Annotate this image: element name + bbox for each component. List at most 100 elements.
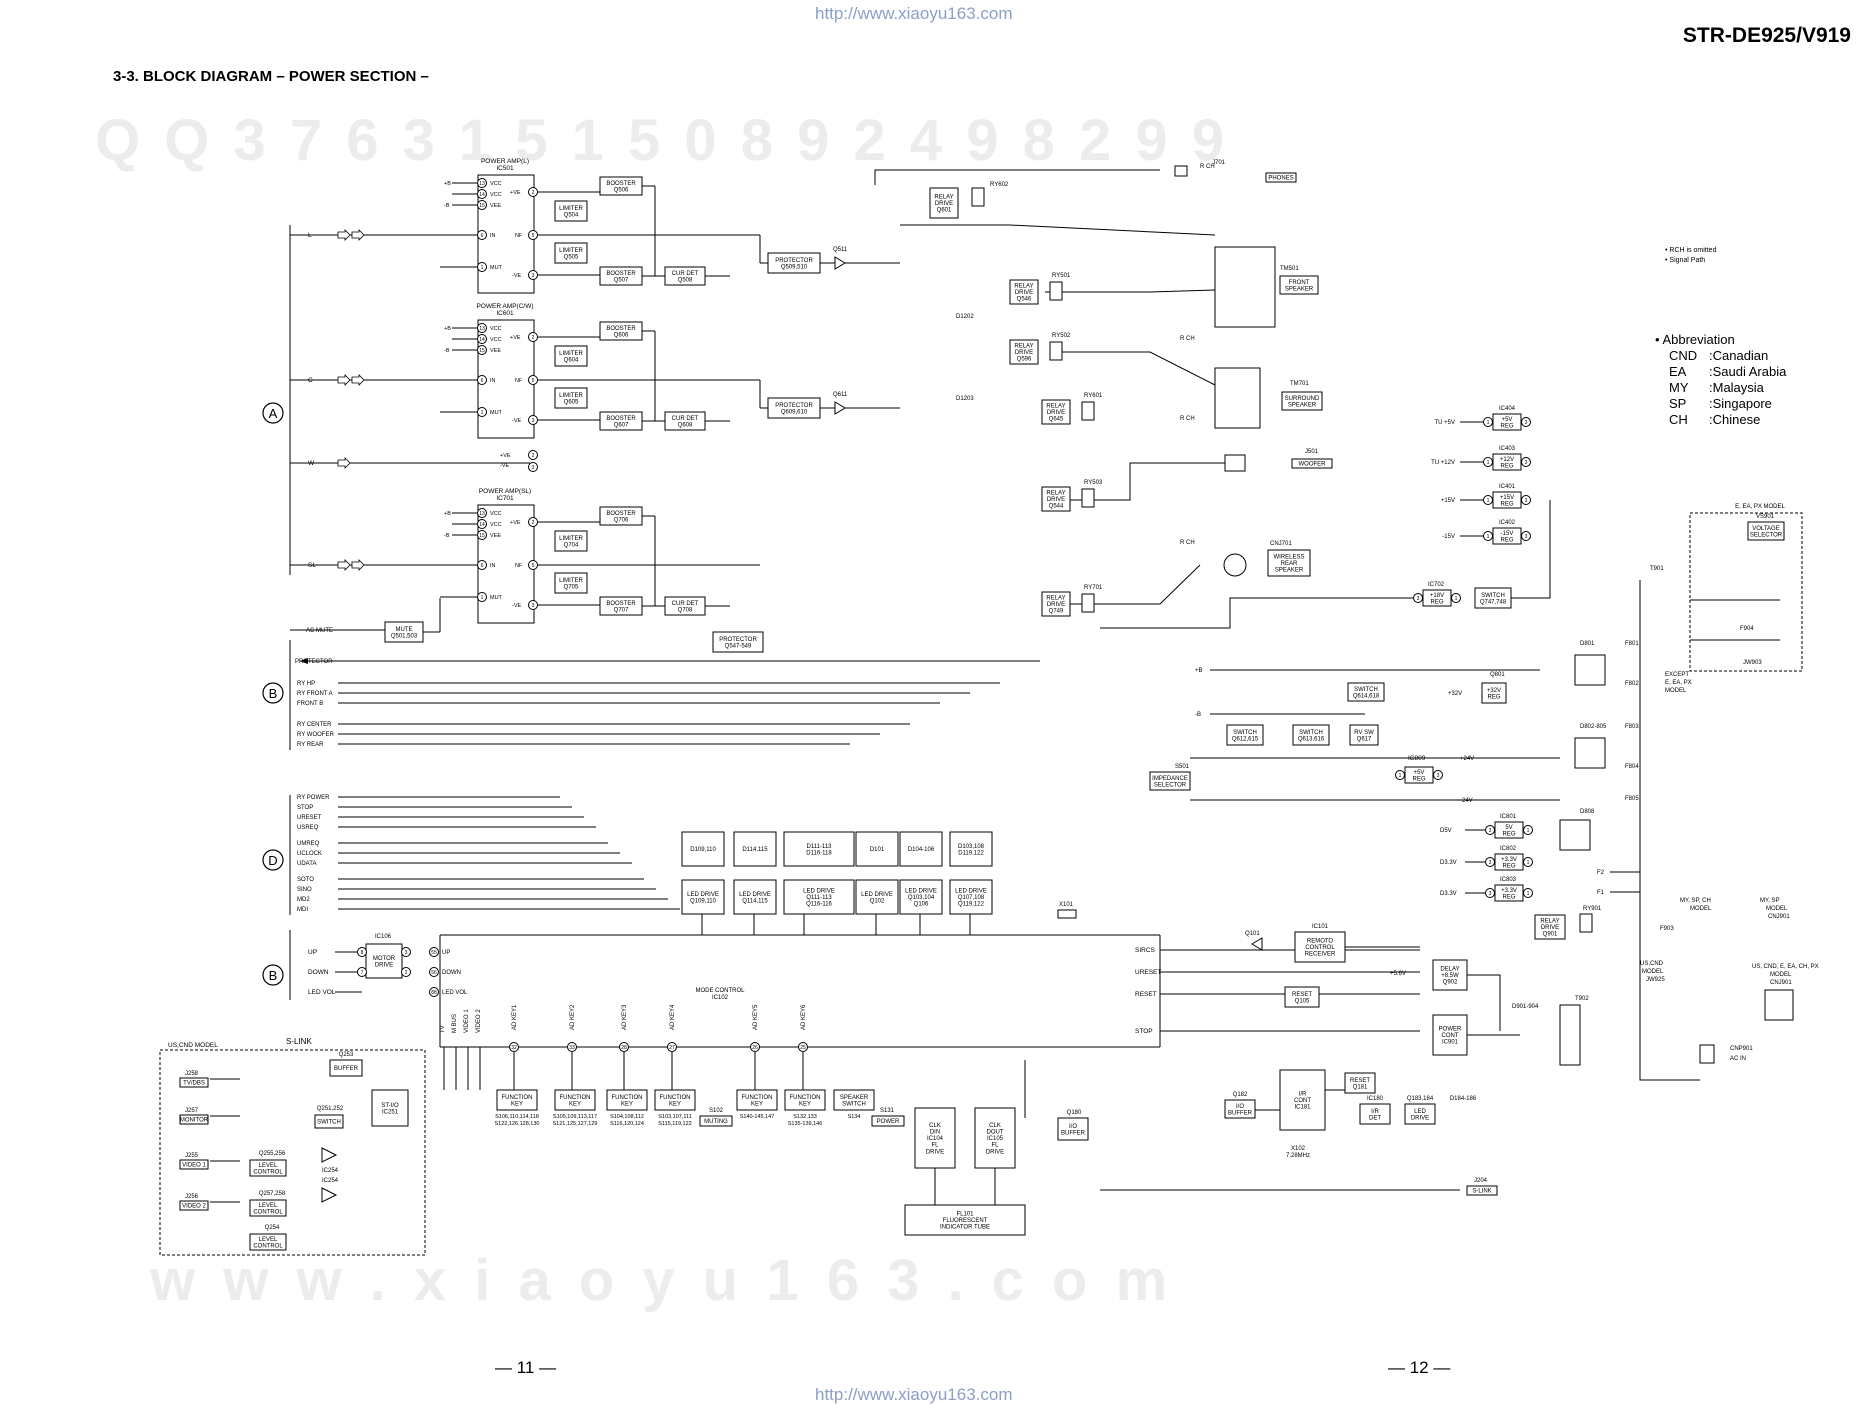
pin-number: 13: [479, 326, 485, 332]
section-title: 3-3. BLOCK DIAGRAM – POWER SECTION –: [113, 68, 429, 85]
function-key: [606, 1089, 648, 1111]
label: MUT: [490, 265, 503, 271]
relay-label: RY501: [1052, 273, 1071, 279]
pin-label: VEE: [490, 348, 501, 354]
pin-number: 1: [481, 410, 484, 416]
fl-drive-block-label: DIN: [930, 1130, 940, 1136]
relay-coil: [971, 187, 985, 207]
mute-block: [384, 621, 424, 643]
led-drive-block: [855, 879, 899, 915]
connector-block: [1764, 989, 1794, 1021]
reset-block-label: Q105: [1295, 998, 1310, 1004]
relay-drive: [1009, 339, 1039, 365]
level-control: [249, 1159, 287, 1177]
label: IC403: [1499, 446, 1516, 452]
jack-label-box: [179, 1200, 209, 1211]
booster-block: [599, 506, 643, 526]
protector-block: [767, 397, 821, 419]
fuse-label: F904: [1740, 626, 1754, 632]
booster-block-label: BOOSTER: [606, 601, 636, 607]
wires: [210, 169, 1780, 1205]
switch-block-label: SWITCH: [1299, 730, 1323, 736]
led-drive-block-label: Q102: [870, 898, 885, 904]
booster-block: [599, 176, 643, 196]
regulator-label: REG: [1430, 599, 1443, 605]
ir-cont-label: I/R: [1299, 1092, 1307, 1098]
label: CNJ901: [1770, 980, 1792, 986]
speaker-label-label: SURROUND: [1285, 396, 1320, 402]
relay-drive: [929, 187, 959, 219]
pin: [1521, 495, 1531, 505]
level-control-label: LEVEL: [259, 1237, 278, 1243]
control-line-label: SOTO: [297, 877, 314, 883]
switch-list: S140-145,147: [740, 1114, 775, 1120]
pin: [477, 262, 487, 272]
pin-number: 3: [1525, 460, 1528, 466]
pin-number: 3: [532, 465, 535, 471]
transistor-label: Q611: [833, 392, 848, 398]
pin: [401, 947, 411, 957]
fuse-label: F803: [1625, 724, 1639, 730]
label: IC254: [322, 1178, 339, 1184]
reset-block-label: RESET: [1350, 1078, 1370, 1084]
pin: [477, 530, 487, 540]
buffer-triangle: [321, 1187, 338, 1203]
pin-number: 2: [532, 520, 535, 526]
led-drive-block: [949, 879, 993, 915]
pin: [528, 187, 538, 197]
protector-block-label: PROTECTOR: [719, 637, 757, 643]
booster-block: [599, 411, 643, 431]
regulator-label: -15V: [1501, 531, 1514, 537]
fl-drive-block-label: IC104: [927, 1136, 944, 1142]
label: IC809: [1408, 755, 1426, 762]
led-drive-block-label: LED DRIVE: [905, 889, 937, 895]
pin-label: VCC: [490, 337, 502, 343]
booster-block-label: Q606: [614, 332, 629, 338]
io-buffer-label: I/O: [1069, 1124, 1077, 1130]
rail-label: +B: [444, 326, 451, 332]
pin-number: 28: [621, 1045, 627, 1051]
ac-mute-label: AC MUTE: [306, 628, 333, 634]
ac-inlet: [1699, 1044, 1715, 1064]
connector-D: [262, 849, 284, 871]
pin-number: 56: [431, 970, 437, 976]
slink-pin: TV: [440, 1025, 446, 1033]
power-label-label: POWER: [877, 1119, 900, 1125]
protector-block-label: PROTECTOR: [775, 403, 813, 409]
fluorescent-tube-label: INDICATOR TUBE: [940, 1225, 990, 1231]
relay-drive-label: RELAY: [1014, 344, 1033, 350]
pin-number: 6: [481, 378, 484, 384]
led-group-label: D104-106: [908, 847, 935, 853]
voltage-selector-label: VOLTAGE: [1752, 526, 1779, 532]
slink-jack-label: S-LINK: [1472, 1189, 1491, 1195]
amp-title: POWER AMP(SL): [479, 488, 531, 495]
curdet-block: [664, 596, 706, 616]
label: MODEL: [1690, 906, 1712, 912]
url-header[interactable]: http://www.xiaoyu163.com: [815, 4, 1013, 23]
transistor-label: Q101: [1245, 931, 1260, 937]
label: RY901: [1583, 906, 1602, 912]
abbreviation-item: EA:Saudi Arabia: [1669, 364, 1787, 379]
relay-drive-label: Q601: [937, 208, 952, 214]
relay-drive-label: DRIVE: [1015, 350, 1033, 356]
regulator: [1481, 682, 1507, 704]
pin-number: 3: [1437, 773, 1440, 779]
relay-drive-label: DRIVE: [1541, 925, 1559, 931]
label: MUT: [490, 410, 503, 416]
switch-block-label: SWITCH: [1233, 730, 1257, 736]
relay-drive-label: DRIVE: [1015, 290, 1033, 296]
booster-block-label: BOOSTER: [606, 326, 636, 332]
label: LED VOL: [442, 990, 468, 996]
pin-label: VEE: [490, 203, 501, 209]
url-footer[interactable]: http://www.xiaoyu163.com: [815, 1385, 1013, 1404]
signal-arrow: [337, 229, 351, 241]
e-model-frame: [1689, 512, 1803, 672]
pin: [429, 987, 439, 997]
fl-drive-block-label: IC105: [987, 1136, 1004, 1142]
led-group-label: D116-118: [806, 850, 832, 856]
pin-number: 3: [405, 950, 408, 956]
delay-block: [1432, 959, 1468, 991]
diode-label: D1203: [956, 396, 974, 402]
label: UP: [442, 950, 450, 956]
page-number-right: — 12 —: [1388, 1358, 1451, 1377]
